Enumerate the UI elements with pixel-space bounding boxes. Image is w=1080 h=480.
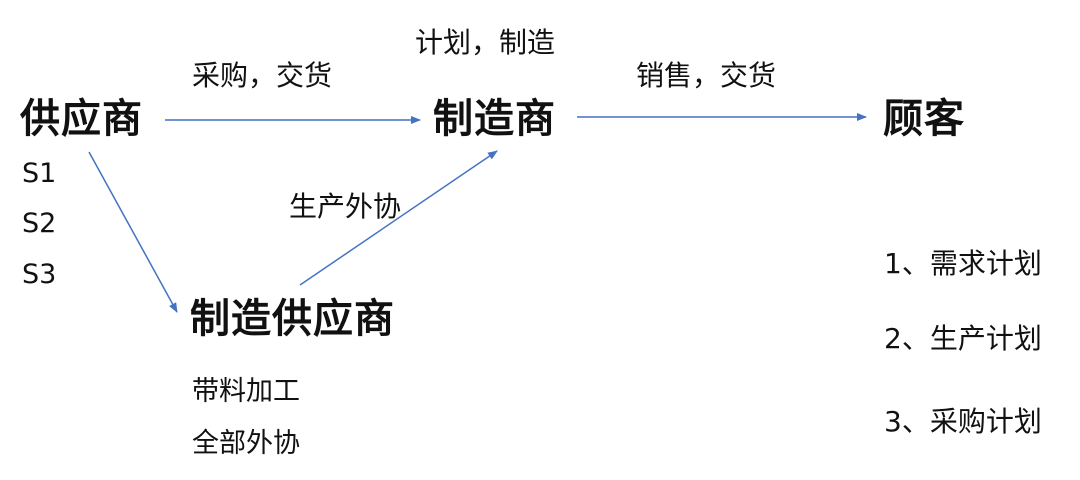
plan-list-item: 3、采购计划 (884, 405, 1042, 438)
supplier-node: 供应商 (20, 96, 143, 142)
procurement-delivery-label: 采购，交货 (192, 59, 333, 92)
arrow-manufacturing-supplier-to-manufacturer (299, 150, 498, 286)
plan-list-item: 1、需求计划 (884, 247, 1042, 280)
sales-delivery-label: 销售，交货 (636, 59, 777, 92)
arrow-supplier-to-manufacturing-supplier (88, 151, 178, 313)
customer-node: 顾客 (883, 96, 965, 142)
plan-list-item: 2、生产计划 (884, 322, 1042, 355)
manufacturing-supplier-type-item: 全部外协 (192, 428, 300, 459)
supplier-list-item: S3 (22, 259, 57, 290)
supplier-list-item: S1 (22, 158, 57, 189)
production-outsourcing-label: 生产外协 (289, 190, 402, 223)
planning-manufacturing-label: 计划，制造 (415, 26, 556, 59)
manufacturer-node: 制造商 (433, 96, 556, 142)
supplier-list-item: S2 (22, 208, 57, 239)
manufacturing-supplier-type-item: 带料加工 (192, 376, 300, 407)
manufacturing-supplier-node: 制造供应商 (190, 296, 395, 342)
